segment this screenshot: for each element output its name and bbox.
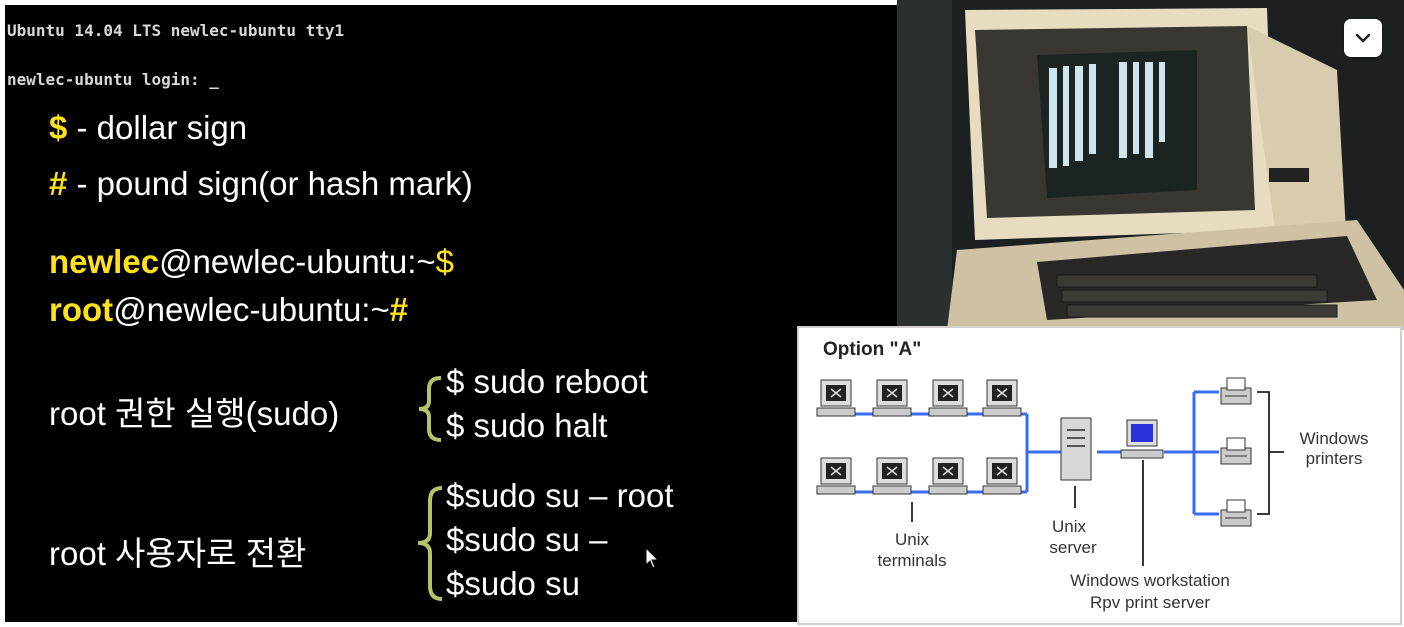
terminal-slide: Ubuntu 14.04 LTS newlec-ubuntu tty1 newl…	[5, 5, 897, 622]
terminal-icon	[982, 379, 1022, 417]
dollar-sign-line: $ - dollar sign	[49, 109, 247, 147]
prompt-dollar-mark: $	[435, 243, 455, 280]
switch-brace	[417, 486, 443, 601]
unix-terminals-label-line1: Unix	[895, 530, 930, 549]
terminal-icon	[928, 379, 968, 417]
terminal-icon	[982, 457, 1022, 495]
prompt-user-newlec: newlec	[49, 243, 160, 280]
terminal-icon	[816, 457, 856, 495]
server-icon	[1060, 417, 1092, 481]
sudo-label: root 권한 실행(sudo)	[49, 395, 340, 432]
user-prompt-example: newlec@newlec-ubuntu:~$	[49, 243, 454, 281]
unix-terminals-row-2	[816, 457, 1022, 495]
unix-terminals-label-line2: terminals	[878, 551, 947, 570]
prompt-hash-mark: #	[389, 291, 409, 328]
sudo-brace	[418, 376, 442, 442]
login-prompt: newlec-ubuntu login: _	[7, 70, 219, 89]
sudo-command-reboot: $ sudo reboot	[446, 363, 648, 400]
terminal-icon	[872, 379, 912, 417]
pound-symbol: #	[49, 165, 68, 202]
su-command-root: $sudo su – root	[446, 477, 674, 514]
workstation-icon	[1120, 419, 1164, 459]
login-prompt-text: newlec-ubuntu login:	[7, 70, 210, 89]
terminal-icon	[816, 379, 856, 417]
pound-sign-line: # - pound sign(or hash mark)	[49, 165, 473, 203]
printer-icon	[1220, 499, 1252, 527]
printer-icon	[1220, 377, 1252, 405]
dollar-description: - dollar sign	[67, 109, 248, 146]
dollar-symbol: $	[49, 109, 68, 146]
su-command-plain: $sudo su	[446, 565, 580, 602]
printers-group	[1220, 377, 1252, 527]
prompt-host: @newlec-ubuntu:~	[159, 243, 436, 280]
expand-toggle-button[interactable]	[1344, 19, 1382, 57]
diagram-title: Option "A"	[823, 339, 921, 360]
workstation-label-line1: Windows workstation	[1070, 571, 1230, 590]
vt100-terminal-photo	[897, 0, 1404, 330]
terminal-icon	[872, 457, 912, 495]
root-prompt-example: root@newlec-ubuntu:~#	[49, 291, 408, 329]
prompt-host: @newlec-ubuntu:~	[113, 291, 390, 328]
callout-lines	[911, 391, 1284, 566]
printers-label-line1: Windows	[1300, 429, 1369, 448]
printers-label-line2: printers	[1306, 449, 1363, 468]
chevron-down-icon	[1355, 33, 1371, 43]
unix-server-label-line1: Unix	[1052, 517, 1087, 536]
terminal-cursor: _	[209, 70, 219, 89]
unix-terminals-row-1	[816, 379, 1022, 417]
pound-description: - pound sign(or hash mark)	[67, 165, 473, 202]
network-diagram: Option "A"	[797, 326, 1402, 625]
unix-server-label-line2: server	[1049, 538, 1097, 557]
switch-user-label: root 사용자로 전환	[49, 535, 307, 572]
terminal-header: Ubuntu 14.04 LTS newlec-ubuntu tty1	[7, 21, 345, 40]
terminal-icon	[928, 457, 968, 495]
printer-icon	[1220, 437, 1252, 465]
prompt-user-root: root	[49, 291, 114, 328]
su-command-dash: $sudo su –	[446, 521, 608, 558]
sudo-command-halt: $ sudo halt	[446, 407, 608, 444]
mouse-cursor-icon	[645, 547, 660, 569]
workstation-label-line2: Rpv print server	[1090, 593, 1210, 612]
